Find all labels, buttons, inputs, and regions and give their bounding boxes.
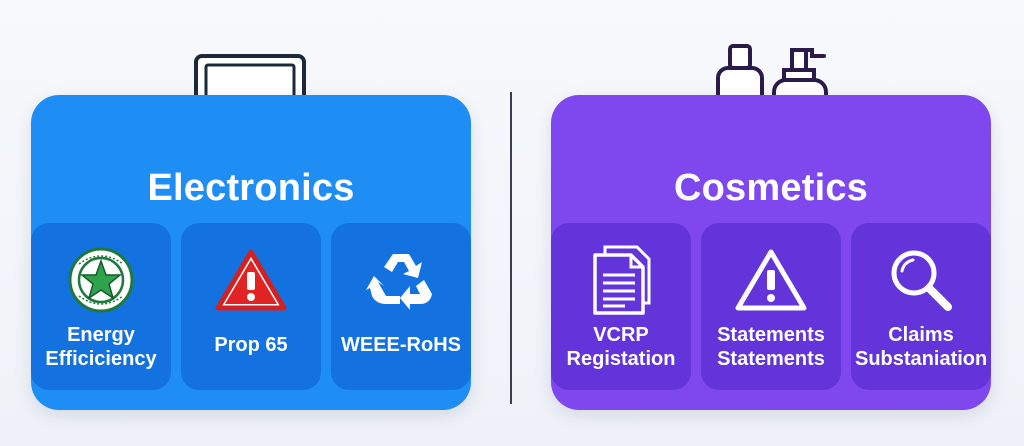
section-divider <box>510 92 512 404</box>
document-icon <box>551 245 691 315</box>
vcrp-registration-label: VCRP Registation <box>566 324 676 370</box>
energy-efficiency-card: Energy Efficiciency <box>31 223 171 390</box>
electronics-panel: Electronics Energy Efficiciency Prop 65 <box>31 95 471 410</box>
energy-efficiency-label: Energy Efficiciency <box>45 324 157 370</box>
magnifier-icon <box>851 245 991 315</box>
weee-rohs-card: WEEE-RoHS <box>331 223 471 390</box>
statements-card: Statements Statements <box>701 223 841 390</box>
prop-65-label: Prop 65 <box>214 334 288 356</box>
cosmetics-panel: Cosmetics VCRP Registation <box>551 95 991 410</box>
cosmetics-title: Cosmetics <box>674 167 868 209</box>
claims-substantiation-card: Claims Substaniation <box>851 223 991 390</box>
energy-star-seal-icon <box>31 245 171 315</box>
claims-substantiation-label: Claims Substaniation <box>855 324 988 370</box>
statements-label: Statements Statements <box>717 324 825 370</box>
weee-rohs-label: WEEE-RoHS <box>341 334 461 356</box>
vcrp-registration-card: VCRP Registation <box>551 223 691 390</box>
recycle-icon <box>331 245 471 315</box>
warning-triangle-icon <box>181 245 321 315</box>
prop-65-card: Prop 65 <box>181 223 321 390</box>
electronics-title: Electronics <box>147 167 355 209</box>
warning-triangle-icon <box>701 245 841 315</box>
